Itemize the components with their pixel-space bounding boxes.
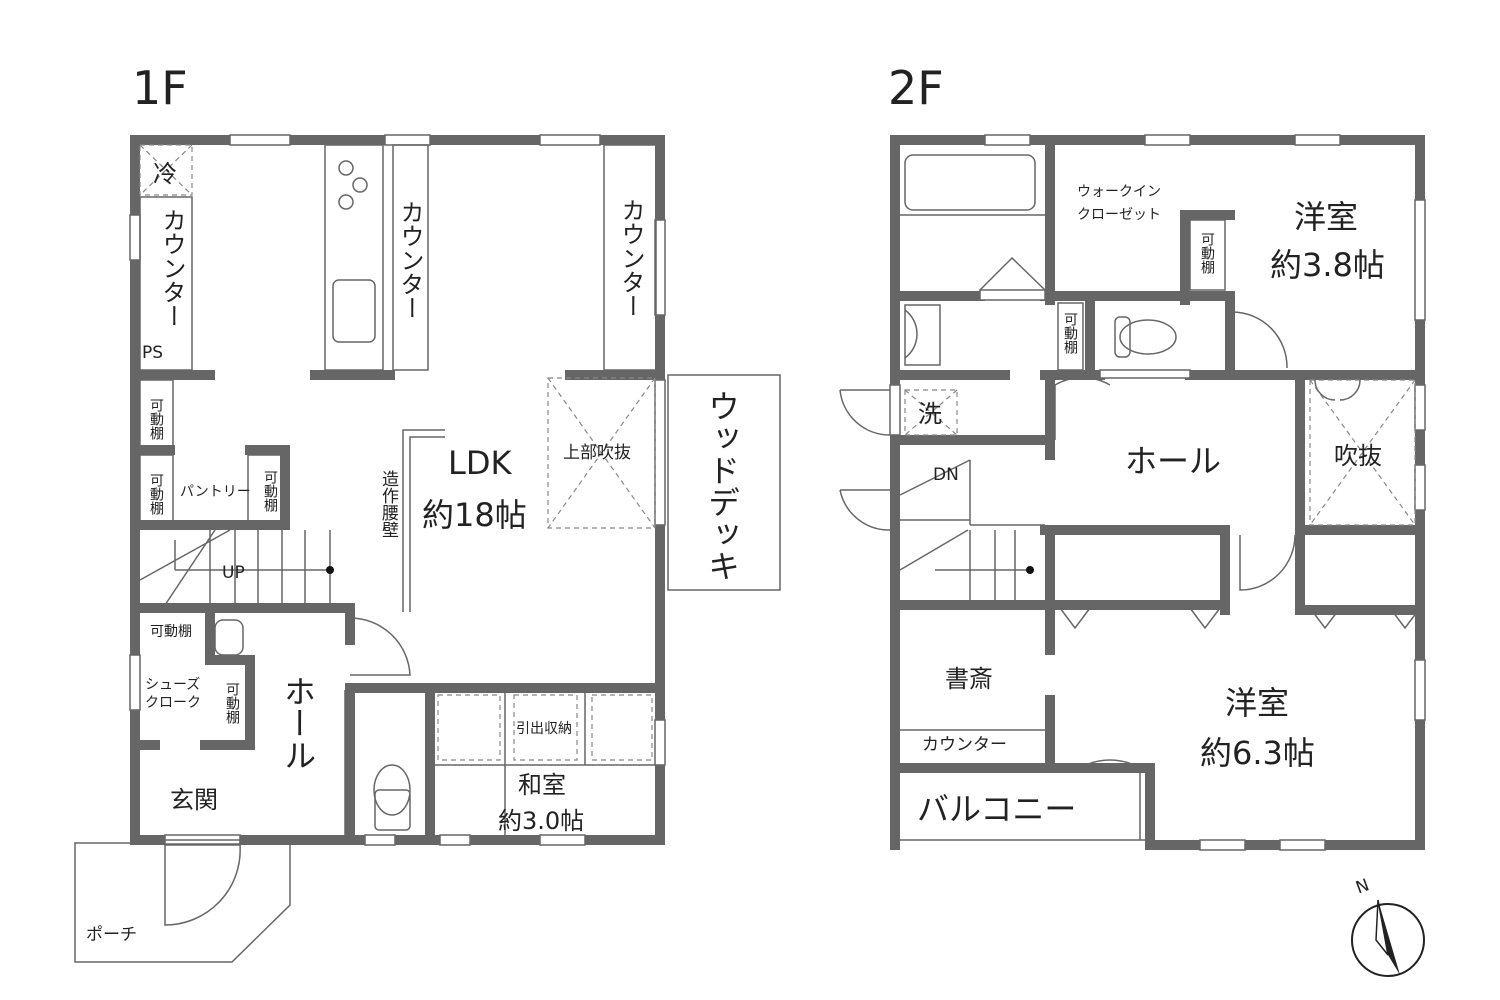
- floor-title-1f: 1F: [132, 61, 188, 115]
- shoe-closet-label-box: シューズクローク: [145, 677, 201, 711]
- western-room-1-size: 約3.8帖: [1270, 246, 1385, 284]
- first-floor-labels: 冷 カウンター PS カウンター カウンター LDK 約18帖 上部吹抜 ウッド…: [86, 160, 741, 945]
- label-open-ceiling: 吹抜: [1334, 442, 1382, 470]
- label-porch: ポーチ: [86, 925, 137, 945]
- compass-north-label: N: [1353, 875, 1372, 898]
- japanese-room-name: 和室: [518, 771, 566, 799]
- label-balcony: バルコニー: [917, 790, 1076, 828]
- label-pantry: パントリー: [180, 484, 251, 500]
- floor-title-2f: 2F: [888, 61, 944, 115]
- second-floor-labels: ウォークイン クローゼット 可動棚 洋室 約3.8帖 可動棚 洗 DN ホール …: [917, 184, 1385, 828]
- label-counter-left: カウンター: [158, 208, 186, 328]
- north-compass: N: [1351, 875, 1425, 977]
- label-shelf: 可動棚: [1062, 312, 1078, 354]
- ldk-name: LDK: [448, 444, 512, 482]
- western-room-1-name: 洋室: [1294, 198, 1358, 236]
- label-dn: DN: [933, 465, 959, 485]
- label-walk-in-closet: ウォークイン: [1077, 184, 1161, 200]
- label-shelf: 可動棚: [150, 624, 192, 640]
- label-up: UP: [222, 563, 245, 583]
- label-walk-in-closet-2: クローゼット: [1077, 207, 1161, 223]
- label-hall: ホール: [279, 675, 317, 771]
- label-fridge: 冷: [153, 160, 177, 188]
- ldk-size: 約18帖: [422, 496, 527, 534]
- label-shelf: 可動棚: [224, 682, 240, 724]
- label-ps: PS: [142, 343, 163, 363]
- western-room-2-size: 約6.3帖: [1200, 734, 1315, 772]
- label-open-ceiling-above: 上部吹抜: [563, 443, 631, 463]
- label-study: 書斎: [945, 665, 993, 693]
- label-counter-kitchen: カウンター: [396, 200, 424, 320]
- label-counter-right: カウンター: [617, 198, 645, 318]
- label-laundry: 洗: [918, 400, 942, 428]
- label-shelf: 可動棚: [148, 473, 164, 515]
- label-drawer-storage: 引出収納: [516, 721, 572, 737]
- first-floor-walls: [74, 134, 781, 963]
- label-shelf: 可動棚: [1199, 232, 1215, 274]
- label-shelf: 可動棚: [262, 470, 278, 512]
- label-entrance: 玄関: [170, 786, 218, 814]
- label-shoe-closet: シューズクローク: [145, 677, 201, 711]
- label-counter-2f: カウンター: [922, 735, 1007, 755]
- label-shelf: 可動棚: [148, 398, 164, 440]
- western-room-2-name: 洋室: [1225, 684, 1289, 722]
- label-built-in-wall: 造作腰壁: [378, 470, 399, 538]
- north-arrow-icon: [1378, 900, 1400, 975]
- label-hall-2f: ホール: [1125, 442, 1221, 480]
- label-wood-deck: ウッドデッキ: [703, 390, 741, 582]
- second-floor-walls: [839, 134, 1426, 851]
- japanese-room-size: 約3.0帖: [498, 807, 584, 835]
